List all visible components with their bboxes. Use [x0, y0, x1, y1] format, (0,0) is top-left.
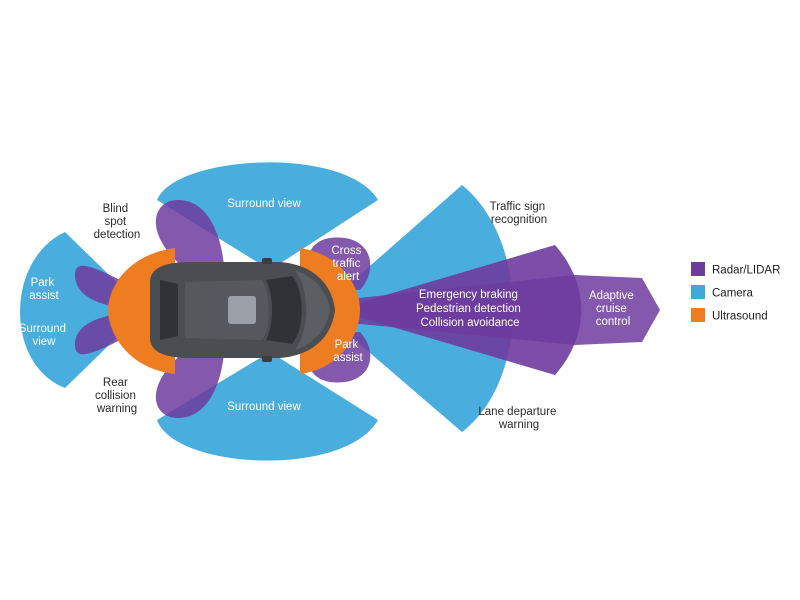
park-assist-right-label-line: assist [333, 352, 363, 364]
car [150, 258, 335, 362]
adaptive-cruise-label-line: control [596, 316, 631, 328]
car-mirror-left [262, 258, 272, 264]
rear-collision-label-line: collision [95, 390, 136, 402]
adaptive-cruise-label-line: cruise [596, 303, 627, 315]
legend-swatch [691, 262, 705, 276]
park-assist-left-label: Park assist [29, 277, 59, 302]
surround-view-left-label-line: Surround [19, 323, 66, 335]
adaptive-cruise-label-line: Adaptive [589, 290, 634, 302]
blind-spot-label-line: Blind [103, 203, 129, 215]
lane-departure-label-line: warning [498, 419, 539, 431]
park-assist-left-label-line: assist [29, 290, 59, 302]
traffic-sign-label-line: Traffic sign [490, 201, 546, 213]
surround-view-bottom-label: Surround view [227, 401, 301, 413]
park-assist-left-label-line: Park [31, 277, 55, 289]
diagram-labels: Blind spot detection Surround view Surro… [19, 198, 637, 431]
front-radar-label-line: Pedestrian detection [416, 303, 521, 315]
blind-spot-label-line: detection [94, 229, 141, 241]
car-windshield [266, 276, 302, 344]
front-radar-label-line: Collision avoidance [420, 317, 519, 329]
cross-traffic-label-line: Cross [331, 245, 361, 257]
traffic-sign-label: Traffic sign recognition [490, 201, 549, 226]
surround-view-top-label: Surround view [227, 198, 301, 210]
surround-view-left-label: Surround view [19, 323, 70, 348]
park-assist-right-label-line: Park [335, 339, 359, 351]
radar-zones [75, 200, 660, 418]
front-radar-label-line: Emergency braking [419, 289, 518, 301]
park-assist-right-label: Park assist [333, 339, 363, 364]
blind-spot-label: Blind spot detection [94, 203, 141, 241]
surround-view-bottom-zone [157, 352, 378, 461]
rear-collision-label-line: Rear [103, 377, 128, 389]
rear-collision-label-line: warning [96, 403, 137, 415]
front-radar-zone [335, 245, 582, 375]
lane-departure-label: Lane departure warning [478, 406, 559, 431]
legend-label: Camera [712, 288, 754, 300]
legend-label: Radar/LIDAR [712, 265, 780, 277]
legend-label: Ultrasound [712, 311, 768, 323]
car-sunroof [228, 296, 256, 324]
cross-traffic-label-line: alert [337, 271, 360, 283]
surround-view-left-zone [20, 232, 145, 388]
legend-swatch [691, 308, 705, 322]
adaptive-cruise-label: Adaptive cruise control [589, 290, 637, 328]
cross-traffic-label: Cross traffic alert [331, 245, 364, 283]
car-rear-window [160, 280, 178, 340]
blind-spot-label-line: spot [105, 216, 128, 228]
front-radar-label: Emergency braking Pedestrian detection C… [416, 289, 524, 329]
car-hood [295, 270, 330, 350]
rear-collision-label: Rear collision warning [95, 377, 139, 415]
car-roof [185, 280, 269, 340]
legend-swatch [691, 285, 705, 299]
surround-view-left-label-line: view [32, 336, 56, 348]
surround-view-top-zone [157, 162, 378, 270]
traffic-sign-label-line: recognition [491, 214, 547, 226]
car-mirror-right [262, 356, 272, 362]
cross-traffic-label-line: traffic [332, 258, 360, 270]
lane-departure-label-line: Lane departure [478, 406, 556, 418]
